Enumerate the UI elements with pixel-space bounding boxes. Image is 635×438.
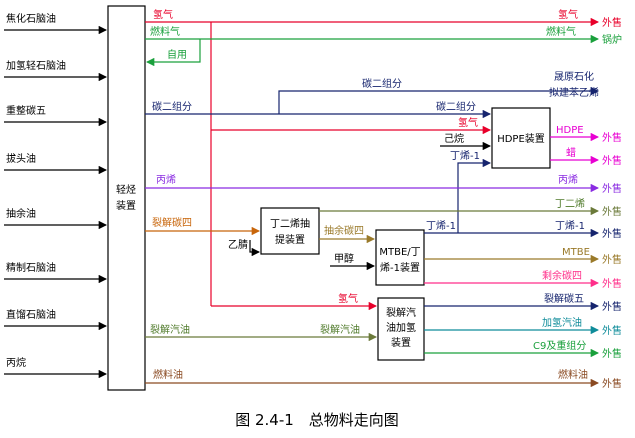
fuel-oil-label: 燃料油 bbox=[558, 368, 588, 381]
self-use-label: 自用 bbox=[167, 48, 187, 61]
propylene-label: 丙烯 bbox=[156, 173, 176, 186]
feed-label: 重整碳五 bbox=[6, 104, 46, 117]
butadiene-label: 丁二烯 bbox=[555, 197, 585, 210]
hydrogen-label: 氢气 bbox=[558, 8, 578, 21]
unit-cracked-gasoline-hydrogenation: 裂解汽 油加氢 装置 bbox=[377, 297, 425, 361]
unit-label: 装置 bbox=[116, 199, 136, 212]
unit-label: 油加氢 bbox=[386, 321, 416, 334]
unit-mtbe-butene1: MTBE/丁 烯-1装置 bbox=[375, 229, 425, 286]
hydrogen-label: 氢气 bbox=[458, 116, 478, 129]
unit-box bbox=[491, 107, 551, 169]
butene1-label: 丁烯-1 bbox=[450, 149, 480, 162]
self-use-line bbox=[145, 39, 201, 67]
mtbe-label: MTBE bbox=[562, 247, 590, 258]
unit-label: 烯-1装置 bbox=[380, 261, 420, 274]
raffinate-c4-label: 抽余碳四 bbox=[324, 224, 364, 237]
figure-caption: 图 2.4-1 总物料走向图 bbox=[235, 411, 399, 429]
fuel-oil-label: 燃料油 bbox=[153, 368, 183, 381]
hydrogen-label: 氢气 bbox=[153, 8, 173, 21]
fuel-gas-label: 燃料气 bbox=[546, 25, 576, 38]
sale-label: 外售 bbox=[602, 205, 622, 218]
feed-label: 直馏石脑油 bbox=[6, 308, 56, 321]
unit-box bbox=[377, 297, 425, 361]
hdpe-product-label: HDPE bbox=[556, 125, 584, 136]
feed-label: 加氢轻石脑油 bbox=[6, 59, 66, 72]
sale-label: 外售 bbox=[602, 16, 622, 29]
boiler-label: 锅炉 bbox=[602, 34, 622, 46]
c9-heavy-label: C9及重组分 bbox=[533, 339, 586, 352]
c2-flows bbox=[145, 86, 600, 119]
cracked-c5-label: 裂解碳五 bbox=[544, 292, 584, 305]
hydrogen-flows bbox=[145, 17, 600, 311]
hydro-gasoline-label: 加氢汽油 bbox=[542, 316, 582, 329]
unit-label: 轻烃 bbox=[116, 183, 136, 196]
acetonitrile-line bbox=[249, 240, 261, 257]
sale-label: 外售 bbox=[602, 277, 622, 290]
destination-labels: 外售 锅炉 外售 外售 外售 外售 外售 外售 外售 外售 外售 外售 外售 bbox=[602, 16, 622, 390]
unit-hdpe: HDPE装置 bbox=[491, 107, 551, 169]
unit-label: HDPE装置 bbox=[497, 132, 545, 145]
sale-label: 外售 bbox=[602, 347, 622, 360]
feed-label: 丙烷 bbox=[6, 356, 26, 369]
unit-butadiene-extraction: 丁二烯抽 提装置 bbox=[260, 207, 320, 255]
sale-label: 外售 bbox=[602, 377, 622, 390]
unit-label: 装置 bbox=[391, 336, 411, 349]
unit-box bbox=[375, 229, 425, 286]
cracked-c4-label: 裂解碳四 bbox=[152, 216, 192, 229]
wax-label: 蜡 bbox=[566, 147, 576, 159]
butene1-label: 丁烯-1 bbox=[426, 219, 456, 232]
c2-label: 碳二组分 bbox=[152, 100, 192, 113]
cracked-gasoline-label: 裂解汽油 bbox=[320, 323, 360, 336]
sale-label: 外售 bbox=[602, 324, 622, 337]
methanol-label: 甲醇 bbox=[334, 252, 354, 265]
acetonitrile-label: 乙腈 bbox=[228, 238, 248, 251]
unit-label: 裂解汽 bbox=[386, 306, 416, 319]
feed-label: 拔头油 bbox=[6, 152, 36, 165]
propylene-label: 丙烯 bbox=[558, 173, 578, 186]
unit-box bbox=[260, 207, 320, 255]
unit-box bbox=[107, 5, 146, 391]
sale-label: 外售 bbox=[602, 182, 622, 195]
cracked-gasoline-label: 裂解汽油 bbox=[150, 323, 190, 336]
unit-label: MTBE/丁 bbox=[379, 247, 420, 258]
feed-labels: 焦化石脑油 加氢轻石脑油 重整碳五 拔头油 抽余油 精制石脑油 直馏石脑油 丙烷 bbox=[6, 12, 66, 369]
unit-label: 提装置 bbox=[275, 233, 305, 246]
sale-label: 外售 bbox=[602, 131, 622, 144]
unit-light-hydrocarbon: 轻烃 装置 bbox=[107, 5, 146, 391]
project-label: 晟原石化 bbox=[554, 70, 594, 83]
sale-label: 外售 bbox=[602, 253, 622, 266]
hydrogen-label: 氢气 bbox=[338, 292, 358, 305]
feed-arrows bbox=[4, 25, 108, 379]
unit-label: 丁二烯抽 bbox=[270, 217, 310, 230]
feed-label: 焦化石脑油 bbox=[6, 12, 56, 25]
butene1-to-hdpe-line bbox=[457, 158, 492, 233]
sale-label: 外售 bbox=[602, 300, 622, 313]
sale-label: 外售 bbox=[602, 154, 622, 167]
c2-to-project-line bbox=[278, 86, 600, 114]
remaining-c4-label: 剩余碳四 bbox=[542, 269, 582, 282]
butene1-label: 丁烯-1 bbox=[555, 219, 585, 232]
c2-label: 碳二组分 bbox=[362, 77, 402, 90]
project-label: 拟建苯乙烯 bbox=[549, 86, 599, 99]
feed-label: 精制石脑油 bbox=[6, 261, 56, 274]
c2-label: 碳二组分 bbox=[436, 100, 476, 113]
sale-label: 外售 bbox=[602, 227, 622, 240]
hdpe-inputs bbox=[440, 141, 492, 233]
feed-label: 抽余油 bbox=[6, 207, 36, 220]
hexene-label: 己烷 bbox=[444, 132, 464, 145]
fuel-gas-label: 燃料气 bbox=[150, 25, 180, 38]
fuel-gas-flows bbox=[145, 34, 600, 67]
hdpe-outputs bbox=[550, 132, 600, 165]
